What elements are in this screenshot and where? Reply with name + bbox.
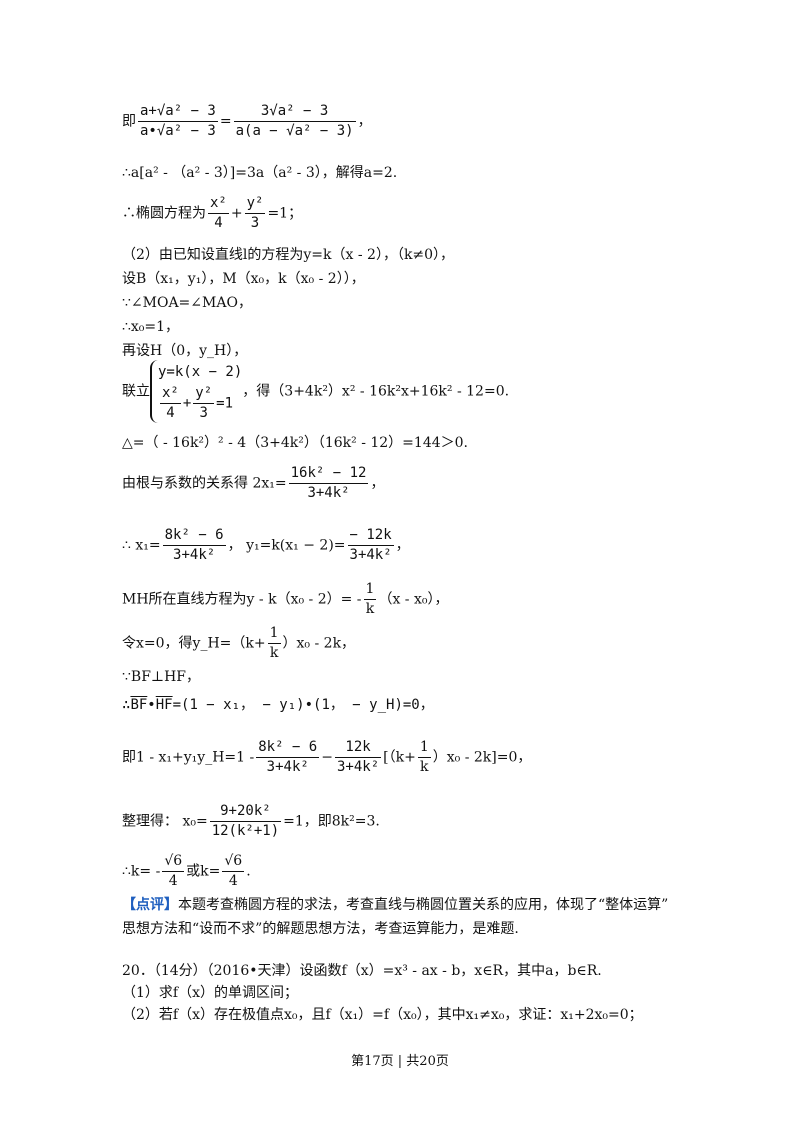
line-2: ∴a[a² - （a² - 3）]=3a（a² - 3），解得a=2. (122, 165, 398, 181)
problem-20-part-2: （2）若f（x）存在极值点x₀，且f（x₁）=f（x₀），其中x₁≠x₀，求证：… (122, 1007, 643, 1023)
line-6: ∵∠MOA=∠MAO， (122, 295, 252, 311)
line-5: 设B（x₁，y₁），M（x₀，k（x₀ - 2））， (122, 271, 365, 287)
vector-hf: HF (155, 697, 173, 713)
line-7: ∴x₀=1， (122, 319, 180, 335)
line-8: 再设H（0，y_H）， (122, 343, 248, 359)
line-4: （2）由已知设直线l的方程为y=k（x - 2），（k≠0）， (122, 247, 455, 263)
comment-line-2: 思想方法和“设而不求”的解题思想方法，考查运算能力，是难题. (122, 921, 519, 937)
problem-20-part-1: （1）求f（x）的单调区间； (122, 985, 298, 1001)
page-footer: 第17页 | 共20页 (351, 1054, 449, 1069)
line-15: ∵BF⊥HF， (122, 669, 200, 685)
line-10: △=（ - 16k²）² - 4（3+4k²）（16k² - 12）=144＞0… (122, 435, 468, 451)
problem-20-title: 20．（14分）（2016•天津）设函数f（x）=x³ - ax - b，x∈R… (122, 963, 602, 979)
comment-line-1: 【点评】本题考查椭圆方程的求法，考查直线与椭圆位置关系的应用，体现了“整体运算” (122, 897, 669, 913)
line-16: ∴BF•HF=(1 − x₁， − y₁)•(1， − y_H)=0， (122, 697, 434, 713)
vector-bf: BF (130, 697, 148, 713)
comment-tag: 【点评】 (122, 897, 178, 913)
